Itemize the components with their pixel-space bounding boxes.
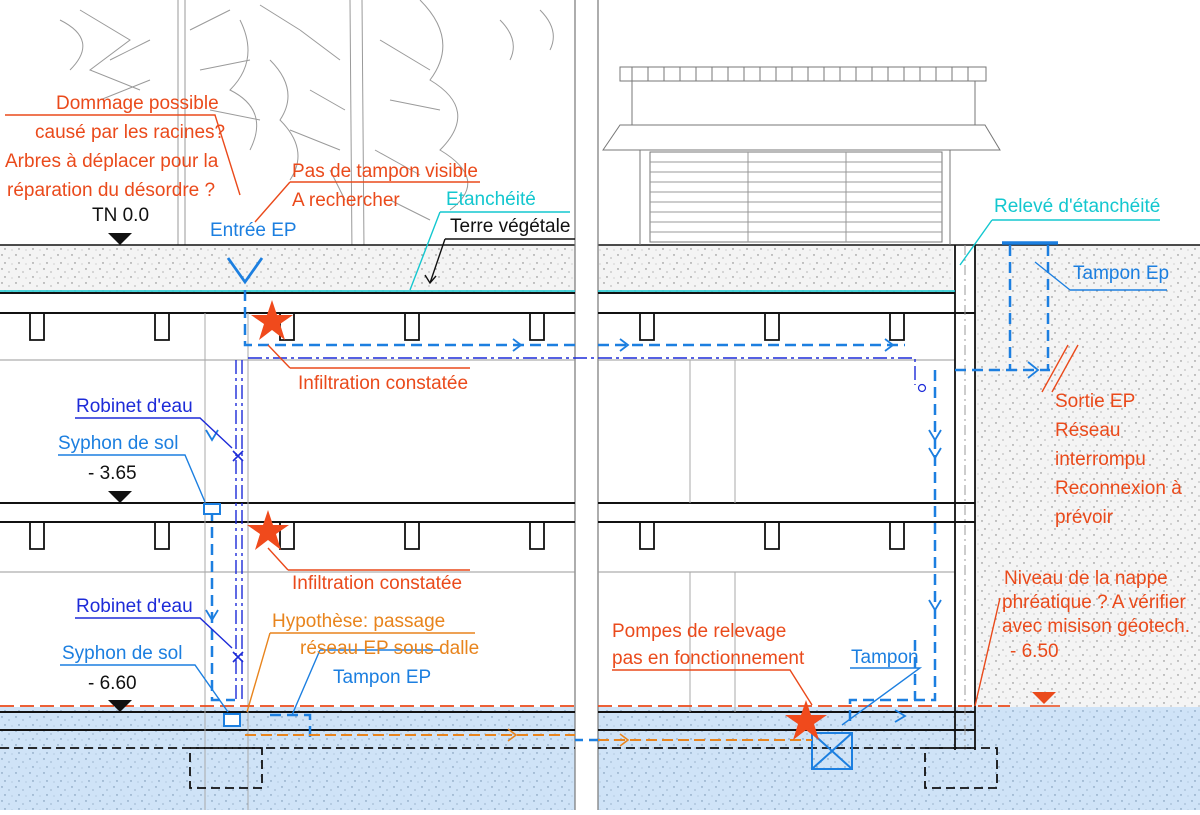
trees xyxy=(59,0,554,260)
label-dommage-1: Dommage possible xyxy=(56,93,219,114)
label-hypothese-1: Hypothèse: passage xyxy=(272,611,446,632)
label-syphon-1: Syphon de sol xyxy=(58,433,179,454)
level-markers xyxy=(108,233,132,712)
label-tampon: Tampon xyxy=(851,647,919,668)
label-dommage-2: causé par les racines? xyxy=(35,122,226,143)
label-etancheite: Etanchéité xyxy=(446,189,536,210)
label-hypothese-2: réseau EP sous dalle xyxy=(300,638,480,659)
label-sortie-3: interrompu xyxy=(1055,449,1146,470)
entry-funnel xyxy=(226,257,264,285)
label-syphon-2: Syphon de sol xyxy=(62,643,183,664)
label-pas-tampon-2: A rechercher xyxy=(292,190,400,211)
label-sortie-1: Sortie EP xyxy=(1055,391,1136,412)
beams xyxy=(29,313,905,550)
drain-network xyxy=(210,245,1050,742)
label-sortie-2: Réseau xyxy=(1055,420,1121,441)
side-soil-right xyxy=(975,245,1200,715)
groundwater-left xyxy=(0,707,575,810)
label-terre-vegetale: Terre végétale xyxy=(450,216,571,237)
label-dommage-3: Arbres à déplacer pour la xyxy=(5,151,219,172)
label-level-650: - 6.50 xyxy=(1010,641,1059,662)
label-dommage-4: réparation du désordre ? xyxy=(7,180,216,201)
label-robinet-2: Robinet d'eau xyxy=(76,596,193,617)
label-sortie-4: Reconnexion à xyxy=(1055,478,1182,499)
label-nappe-3: avec misison géotech. xyxy=(1002,616,1190,637)
label-tampon-ep-bottom: Tampon EP xyxy=(333,667,432,688)
topsoil-right xyxy=(598,245,953,293)
label-nappe-1: Niveau de la nappe xyxy=(1004,568,1168,589)
label-robinet-1: Robinet d'eau xyxy=(76,396,193,417)
label-infiltration-1: Infiltration constatée xyxy=(298,373,469,394)
topsoil-left xyxy=(0,245,575,293)
label-pas-tampon-1: Pas de tampon visible xyxy=(292,161,478,182)
label-level-365: - 3.65 xyxy=(88,463,137,484)
label-sortie-5: prévoir xyxy=(1055,507,1114,528)
label-tn: TN 0.0 xyxy=(92,205,150,226)
label-level-660: - 6.60 xyxy=(88,673,137,694)
label-pompes-1: Pompes de relevage xyxy=(612,621,787,642)
building xyxy=(602,66,1001,245)
groundwater-right xyxy=(598,707,1200,810)
label-infiltration-2: Infiltration constatée xyxy=(292,573,463,594)
slabs xyxy=(0,292,975,731)
label-releve-etancheite: Relevé d'étanchéité xyxy=(994,196,1161,217)
label-pompes-2: pas en fonctionnement xyxy=(612,648,805,669)
infiltration-stars xyxy=(247,300,827,740)
label-entree-ep: Entrée EP xyxy=(210,220,297,241)
label-nappe-2: phréatique ? A vérifier xyxy=(1002,592,1186,613)
label-tampon-ep-top: Tampon Ep xyxy=(1073,263,1170,284)
